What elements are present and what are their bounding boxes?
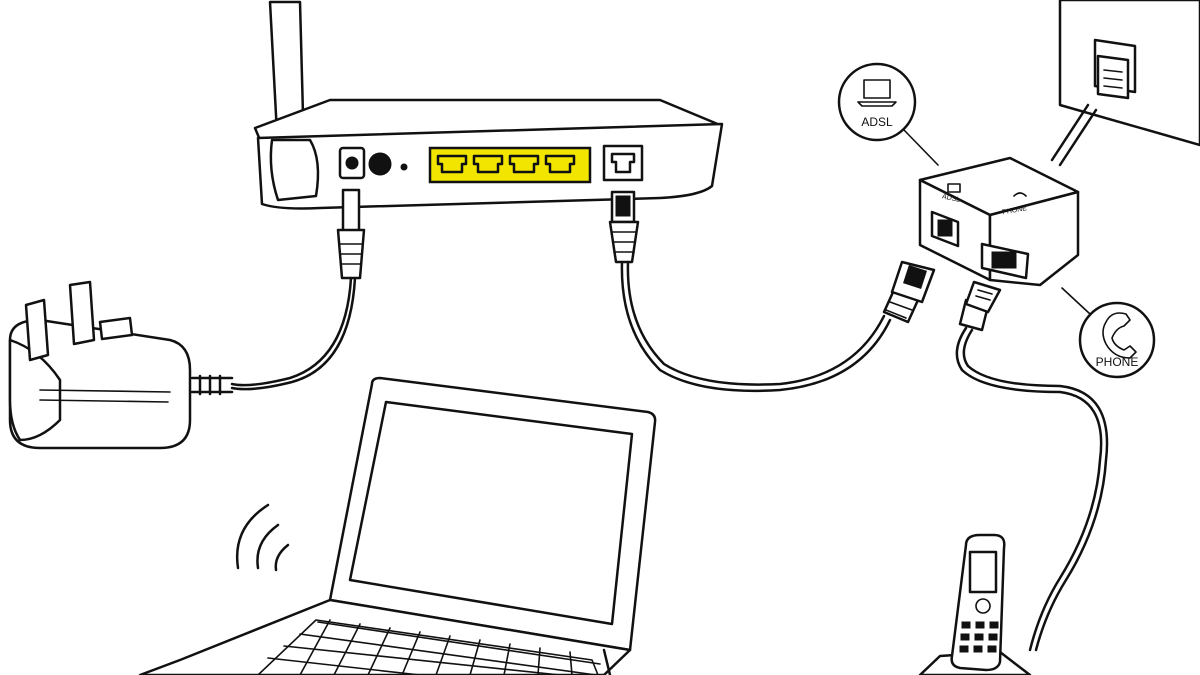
phone-cable: [955, 280, 1109, 652]
dsl-cable: [608, 190, 936, 393]
adsl-filter: ADSL PHONE: [918, 156, 1080, 287]
phone-handset-icon: [1102, 312, 1137, 359]
wifi-waves-icon: [235, 503, 290, 572]
phone-badge: PHONE: [1061, 287, 1156, 379]
adsl-badge: ADSL: [837, 62, 939, 166]
laptop-icon: [857, 79, 897, 107]
filter-adsl-label: ADSL: [941, 193, 960, 204]
router: [253, 0, 724, 210]
power-adapter: [8, 188, 366, 450]
wall-socket: [1050, 0, 1200, 167]
filter-phone-label: PHONE: [1002, 205, 1028, 216]
adsl-badge-label: ADSL: [861, 115, 893, 129]
laptop: [138, 376, 657, 675]
laptop-keyboard: [257, 619, 601, 675]
phone-badge-label: PHONE: [1096, 355, 1139, 369]
cordless-phone: [918, 533, 1032, 675]
